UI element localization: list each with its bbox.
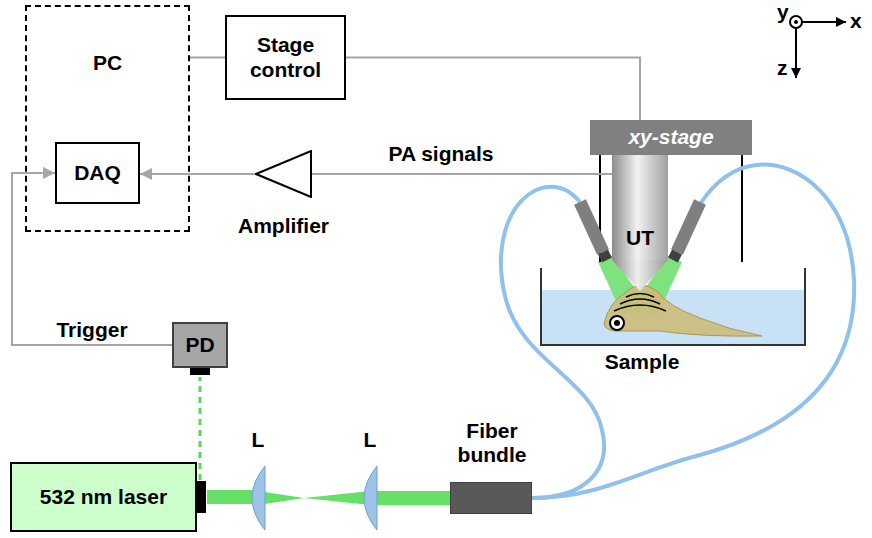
node-label: 532 nm laser — [40, 485, 167, 509]
photodiode-sensor — [190, 368, 210, 375]
axis-arrow — [795, 28, 797, 78]
acoustic-wave — [620, 299, 660, 304]
signal-line — [346, 58, 640, 121]
signal-line — [190, 57, 225, 59]
axis-out-of-plane — [794, 20, 798, 24]
axis-label: y — [777, 0, 789, 24]
fiber-holder — [603, 252, 607, 260]
lens-symbol — [364, 466, 377, 530]
axis-arrow — [802, 21, 846, 23]
fiber-holder — [580, 202, 603, 252]
signal-line — [140, 173, 255, 175]
sample-eye — [614, 320, 620, 326]
edge-label-holder: PA signals — [385, 142, 496, 166]
lens-symbol — [252, 466, 265, 530]
node-label: DAQ — [74, 161, 121, 185]
ultrasound-transducer: UT — [612, 155, 668, 260]
lens: L — [249, 465, 267, 531]
axis-label: x — [850, 9, 862, 33]
lens: L — [361, 465, 379, 531]
node-label: UT — [626, 226, 654, 250]
signal-line — [312, 173, 612, 175]
node-label: Stage control — [227, 33, 344, 81]
node-label: Amplifier — [238, 214, 329, 238]
pc-box: PC DAQ — [25, 5, 190, 232]
label-holder: L — [252, 428, 265, 452]
laser-beam — [258, 491, 370, 505]
label-holder: L — [364, 428, 377, 452]
laser-box: 532 nm laser — [10, 462, 197, 532]
laser-beam — [199, 377, 202, 480]
lens-symbol — [249, 465, 267, 531]
axis-out-of-plane — [790, 16, 802, 28]
laser-beam — [207, 490, 258, 504]
axis-label: z — [777, 56, 788, 80]
amplifier-symbol — [255, 150, 312, 198]
water-tank: Sample — [540, 268, 806, 346]
lens-symbol — [361, 465, 379, 531]
label-holder: Amplifier — [238, 214, 329, 238]
sample-eye — [610, 316, 624, 330]
axis-label-holder: x — [850, 9, 862, 33]
signal-label: PA signals — [388, 142, 493, 166]
fiber-holder — [677, 202, 700, 252]
daq-box: DAQ — [55, 142, 140, 204]
amplifier-triangle: Amplifier — [255, 150, 312, 198]
amplifier-symbol — [256, 151, 311, 197]
node-label: Sample — [605, 350, 680, 374]
axis-label-holder: z — [777, 56, 788, 80]
node-label: xy-stage — [628, 125, 713, 149]
label-holder: Fiber bundle — [450, 419, 534, 467]
optical-fiber — [532, 165, 854, 498]
fiber-bundle: Fiber bundle — [450, 482, 532, 514]
node-label: L — [364, 428, 377, 452]
transducer-cone — [612, 260, 668, 291]
node-label: Fiber bundle — [450, 419, 534, 467]
stage-control-box: Stage control — [225, 15, 346, 100]
node-label: L — [252, 428, 265, 452]
edge-label-holder: Trigger — [53, 318, 130, 342]
axis-label-holder: y — [777, 0, 789, 24]
fiber-holder — [673, 252, 677, 260]
laser-beam — [370, 491, 450, 505]
label-holder: PC — [27, 51, 188, 75]
label-holder: Sample — [605, 350, 680, 374]
xy-stage-bar: xy-stage — [590, 120, 752, 155]
laser-aperture — [197, 481, 206, 513]
acoustic-wave — [626, 294, 654, 298]
acoustic-wave — [614, 305, 666, 311]
holder-frame — [741, 155, 743, 262]
signal-label: Trigger — [56, 318, 127, 342]
node-label: PC — [27, 51, 188, 75]
sample-animal — [604, 285, 762, 336]
photodiode-box: PD — [172, 322, 228, 368]
node-label: PD — [185, 333, 214, 357]
